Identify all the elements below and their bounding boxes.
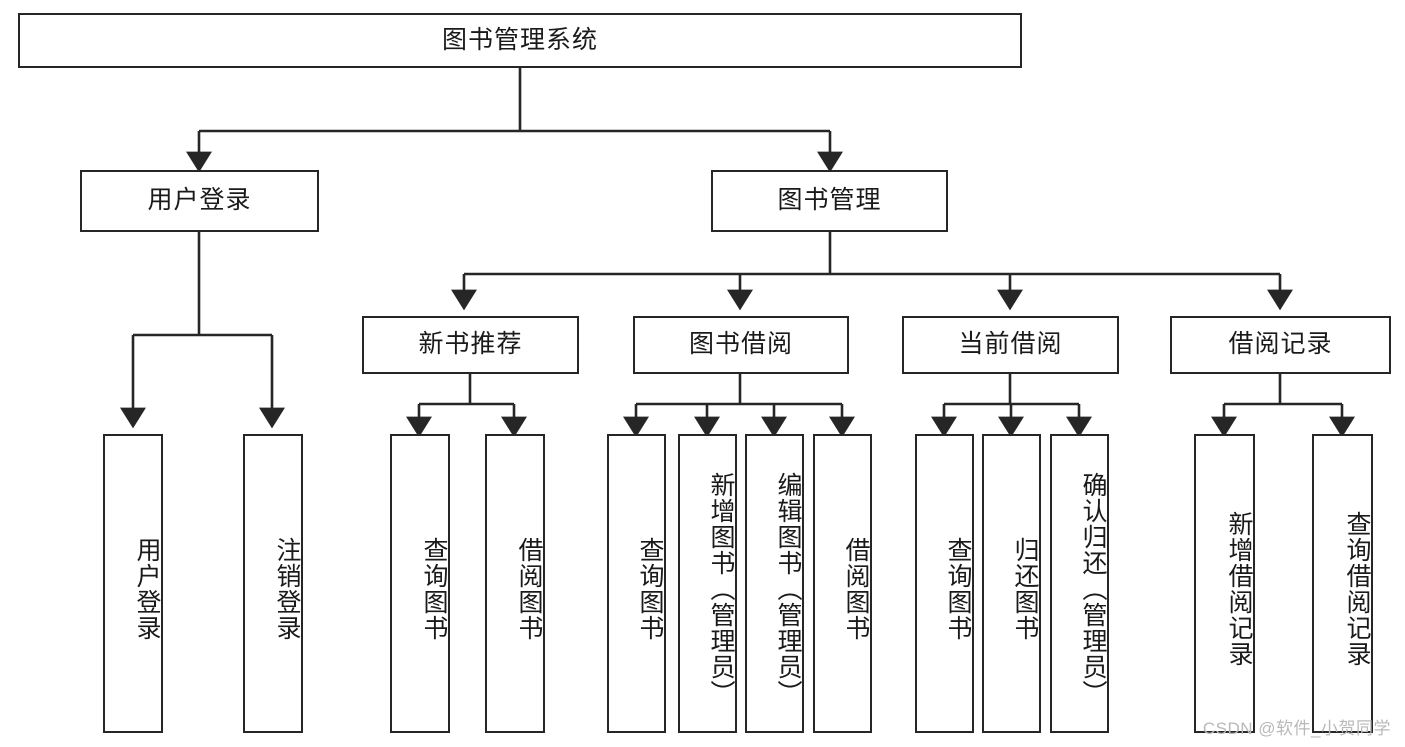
leaf-borrow-add-book-admin[interactable]: 新增图书（管理员） [678, 434, 737, 733]
node-book-borrow-label: 图书借阅 [688, 330, 793, 359]
leaf-records-query-record-label: 查询借阅记录 [1343, 510, 1371, 667]
node-new-book-recommend-label: 新书推荐 [418, 330, 523, 359]
leaf-borrow-query-book[interactable]: 查询图书 [607, 434, 666, 733]
leaf-new-books-borrow-book-label: 借阅图书 [515, 536, 543, 641]
node-book-management-label: 图书管理 [777, 186, 882, 215]
leaf-current-query-book-label: 查询图书 [944, 536, 972, 641]
leaf-records-add-record[interactable]: 新增借阅记录 [1194, 434, 1255, 733]
node-borrow-records-label: 借阅记录 [1228, 330, 1333, 359]
node-new-book-recommend[interactable]: 新书推荐 [362, 316, 579, 374]
node-book-management[interactable]: 图书管理 [711, 170, 948, 232]
leaf-new-books-query-book-label: 查询图书 [420, 536, 448, 641]
leaf-borrow-edit-book-admin-label: 编辑图书（管理员） [774, 471, 802, 706]
leaf-current-query-book[interactable]: 查询图书 [915, 434, 974, 733]
leaf-borrow-add-book-admin-label: 新增图书（管理员） [707, 471, 735, 706]
leaf-current-return-book-label: 归还图书 [1011, 536, 1039, 641]
leaf-current-confirm-return-admin[interactable]: 确认归还（管理员） [1050, 434, 1109, 733]
leaf-user-login-label: 用户登录 [133, 536, 161, 641]
node-current-borrow-label: 当前借阅 [958, 330, 1063, 359]
node-root[interactable]: 图书管理系统 [18, 13, 1022, 68]
leaf-user-login[interactable]: 用户登录 [103, 434, 163, 733]
leaf-new-books-borrow-book[interactable]: 借阅图书 [485, 434, 545, 733]
node-user-login[interactable]: 用户登录 [80, 170, 319, 232]
leaf-borrow-query-book-label: 查询图书 [636, 536, 664, 641]
leaf-current-return-book[interactable]: 归还图书 [982, 434, 1041, 733]
watermark-text: CSDN @软件_小贺同学 [1202, 719, 1391, 738]
leaf-logout[interactable]: 注销登录 [243, 434, 303, 733]
leaf-new-books-query-book[interactable]: 查询图书 [390, 434, 450, 733]
node-current-borrow[interactable]: 当前借阅 [902, 316, 1119, 374]
leaf-borrow-borrow-book[interactable]: 借阅图书 [813, 434, 872, 733]
leaf-borrow-borrow-book-label: 借阅图书 [842, 536, 870, 641]
node-user-login-label: 用户登录 [147, 186, 252, 215]
leaf-borrow-edit-book-admin[interactable]: 编辑图书（管理员） [745, 434, 804, 733]
node-book-borrow[interactable]: 图书借阅 [633, 316, 849, 374]
leaf-logout-label: 注销登录 [273, 536, 301, 641]
node-root-label: 图书管理系统 [441, 25, 598, 54]
leaf-records-query-record[interactable]: 查询借阅记录 [1312, 434, 1373, 733]
node-borrow-records[interactable]: 借阅记录 [1170, 316, 1391, 374]
leaf-records-add-record-label: 新增借阅记录 [1225, 510, 1253, 667]
leaf-current-confirm-return-admin-label: 确认归还（管理员） [1079, 471, 1107, 706]
